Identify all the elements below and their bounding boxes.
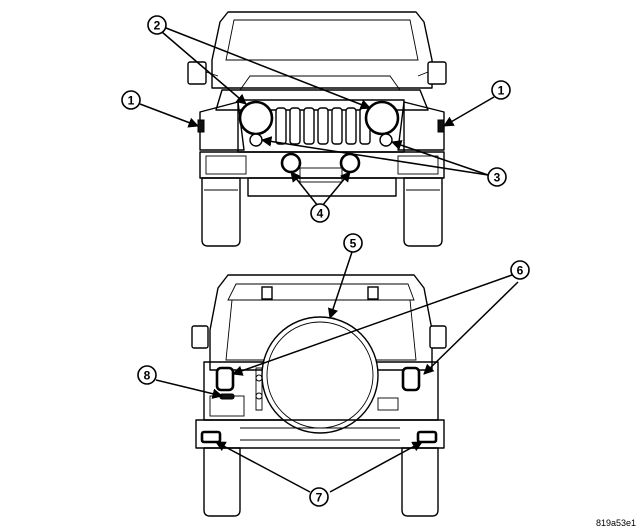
rear-view [191, 274, 447, 517]
svg-text:1: 1 [498, 84, 505, 98]
svg-text:8: 8 [144, 369, 151, 383]
front-windshield-frame [211, 11, 433, 89]
rear-right-mirror [429, 325, 447, 349]
rear-left-tire [203, 447, 241, 517]
svg-text:4: 4 [317, 207, 324, 221]
rear-left-mirror [191, 325, 209, 349]
rear-right-tire [401, 447, 439, 517]
svg-text:3: 3 [494, 171, 501, 185]
front-right-mirror [427, 61, 447, 85]
front-grille-slots [275, 107, 371, 145]
svg-text:1: 1 [128, 94, 135, 108]
front-left-side-marker-lamp [197, 119, 205, 133]
right-tail-lamp [401, 366, 421, 392]
front-right-fender [397, 101, 445, 151]
callout-6: 6 [510, 260, 530, 280]
svg-text:5: 5 [350, 237, 357, 251]
front-left-mirror [187, 61, 207, 85]
callout-1-left: 1 [121, 90, 141, 110]
right-fog-lamp [339, 152, 361, 174]
callout-2: 2 [147, 15, 167, 35]
left-park-turn-lamp [249, 133, 263, 147]
front-left-tire [201, 177, 241, 247]
left-headlamp [238, 100, 274, 136]
svg-text:6: 6 [517, 264, 524, 278]
callout-5: 5 [343, 233, 363, 253]
svg-text:2: 2 [154, 19, 161, 33]
right-headlamp [364, 100, 400, 136]
front-right-side-marker-lamp [437, 119, 445, 133]
callout-4: 4 [310, 203, 330, 223]
front-view [187, 11, 447, 247]
right-park-turn-lamp [379, 133, 393, 147]
left-fog-lamp [280, 152, 302, 174]
leader-lines [139, 27, 519, 493]
left-backup-lamp [200, 430, 222, 444]
front-right-tire [403, 177, 443, 247]
spare-tire [261, 316, 379, 434]
callout-7: 7 [309, 487, 329, 507]
callout-1-right: 1 [491, 80, 511, 100]
svg-text:7: 7 [316, 491, 323, 505]
callout-8: 8 [137, 365, 157, 385]
left-tail-lamp [215, 366, 235, 392]
front-left-fender [199, 101, 245, 151]
right-backup-lamp [416, 430, 438, 444]
callout-3: 3 [487, 167, 507, 187]
license-plate-lamp [219, 393, 235, 400]
front-bumper [199, 151, 445, 179]
figure-code: 819a53e1 [596, 518, 636, 528]
rear-bumper [195, 419, 445, 449]
